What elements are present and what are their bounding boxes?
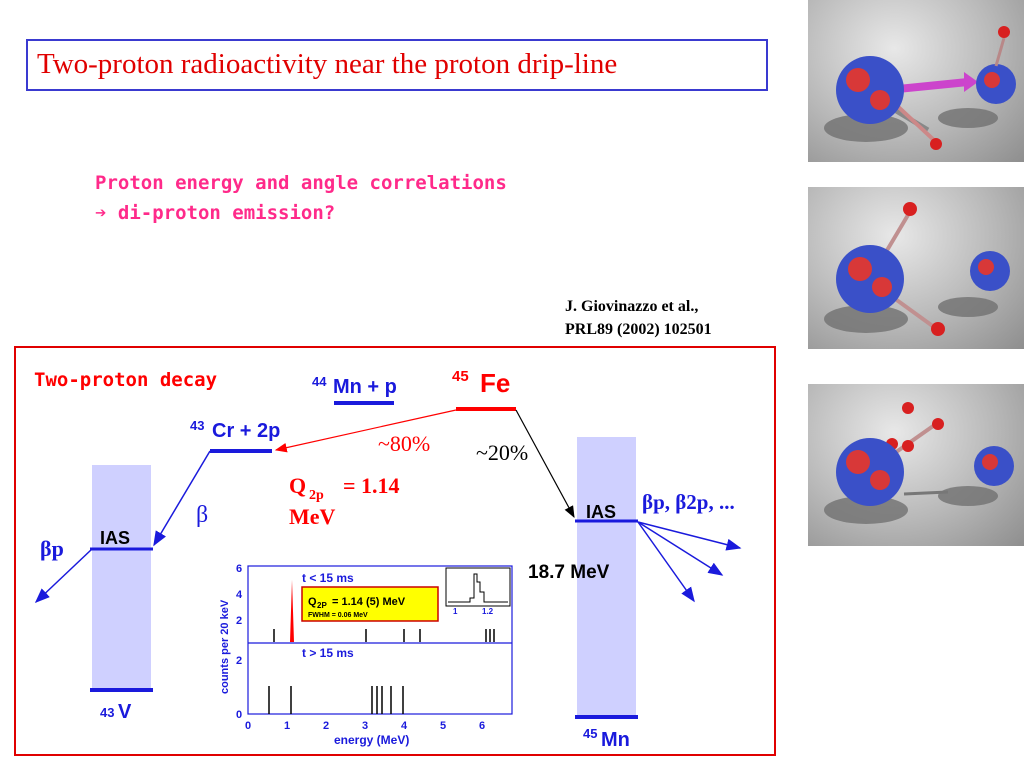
left-level-band [92,465,151,690]
subtitle-line2: ➔ di-proton emission? [95,202,336,224]
q2p-peak [290,580,294,642]
reference-journal: PRL89 (2002) 102501 [565,321,712,338]
top-panel-label: t < 15 ms [302,571,354,585]
beta-label: β [196,502,208,528]
q-unit: MeV [289,504,336,529]
mini-xtick-1-2: 1.2 [482,607,494,616]
right-branches-label: βp, β2p, ... [642,490,735,514]
two-proton-arrow [274,409,457,453]
mn44-label: Mn + p [333,376,397,398]
v43-mass: 43 [100,705,114,720]
ias-energy-label: 18.7 MeV [528,562,610,583]
top-ytick-6: 6 [236,563,242,575]
top-ytick-2: 2 [236,615,242,627]
fe45-symbol: Fe [480,368,510,398]
decay-scheme-box [14,346,776,756]
v43-symbol: V [118,701,132,723]
cr43-label: Cr + 2p [212,420,280,442]
mn45-mass: 45 [583,726,597,741]
xtick-4: 4 [401,720,408,732]
xtick-5: 5 [440,720,446,732]
q-value: = 1.14 [343,473,400,498]
left-ias-label: IAS [100,528,130,548]
xtick-1: 1 [284,720,290,732]
photo-two-proton-emission-2 [808,187,1024,349]
branch-20-label: ~20% [476,440,528,465]
beta-to-mn45-arrow [515,409,575,519]
right-ias-label: IAS [586,502,616,522]
xtick-3: 3 [362,720,368,732]
xtick-2: 2 [323,720,329,732]
q-box-q: Q [308,596,317,608]
mini-inset [445,567,511,607]
q-box [301,586,439,622]
decay-heading: Two-proton decay [34,369,217,391]
bottom-ytick-0: 0 [236,709,242,721]
q-box-value: = 1.14 (5) MeV [332,596,406,608]
mn44-mass: 44 [312,374,327,389]
xtick-0: 0 [245,720,251,732]
photo-two-proton-emission-1 [808,0,1024,162]
reference-authors: J. Giovinazzo et al., [565,298,699,315]
mn45-symbol: Mn [601,729,630,751]
mini-xtick-1: 1 [453,607,458,616]
inset-xlabel: energy (MeV) [334,733,409,747]
left-betap-arrow [34,548,93,604]
xtick-6: 6 [479,720,485,732]
inset-ylabel: counts per 20 keV [219,599,231,694]
subtitle-line1: Proton energy and angle correlations [95,172,507,194]
branch-80-label: ~80% [378,431,430,456]
right-level-band [577,437,636,717]
q-box-sub: 2P [317,601,327,610]
bottom-panel-label: t > 15 ms [302,646,354,660]
cr43-mass: 43 [190,418,204,433]
beta-arrow [153,450,211,547]
mini-inset-histogram [448,573,508,603]
slide-title: Two-proton radioactivity near the proton… [37,48,618,80]
left-betap-label: βp [40,536,64,561]
fe45-mass: 45 [452,368,469,385]
right-fan-arrow-3 [637,521,695,603]
energy-spectrum-inset: counts per 20 keV energy (MeV) 6 4 2 2 0… [219,563,513,747]
top-ytick-4: 4 [236,589,243,601]
q-label: Q [289,473,306,498]
fwhm-label: FWHM = 0.06 MeV [308,612,368,619]
right-fan-arrow-1 [637,521,742,551]
q-subscript: 2p [309,488,324,503]
right-fan-arrow-2 [637,521,724,576]
title-box [26,39,768,91]
bottom-ytick-2: 2 [236,655,242,667]
photo-diproton-emission [808,384,1024,546]
